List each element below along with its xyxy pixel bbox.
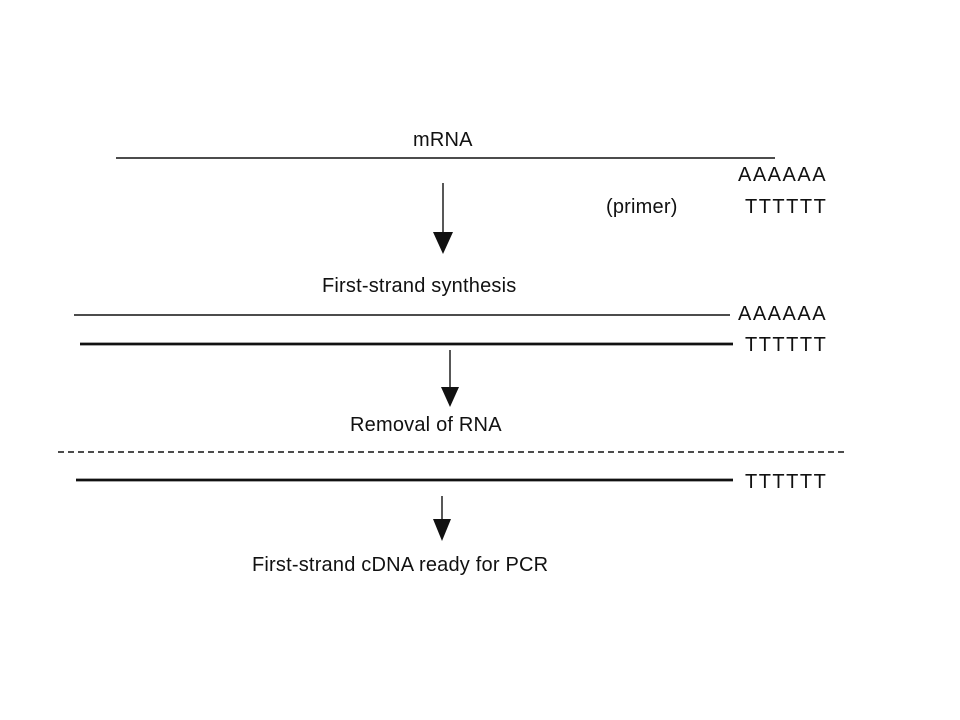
oligo-dt-primer-1: TTTTTT — [745, 196, 828, 218]
arrow-down-3 — [433, 496, 451, 541]
primer-label: (primer) — [606, 196, 678, 218]
ready-for-pcr-label: First-strand cDNA ready for PCR — [252, 554, 549, 576]
oligo-dt-primer-2: TTTTTT — [745, 334, 828, 356]
arrow-down-2 — [441, 350, 459, 407]
mrna-label: mRNA — [413, 129, 473, 151]
arrow-down-1 — [433, 183, 453, 254]
poly-a-tail-1: AAAAAA — [738, 164, 828, 186]
first-strand-synthesis-label: First-strand synthesis — [322, 275, 517, 297]
removal-of-rna-label: Removal of RNA — [350, 414, 502, 436]
poly-a-tail-2: AAAAAA — [738, 303, 828, 325]
oligo-dt-primer-3: TTTTTT — [745, 471, 828, 493]
